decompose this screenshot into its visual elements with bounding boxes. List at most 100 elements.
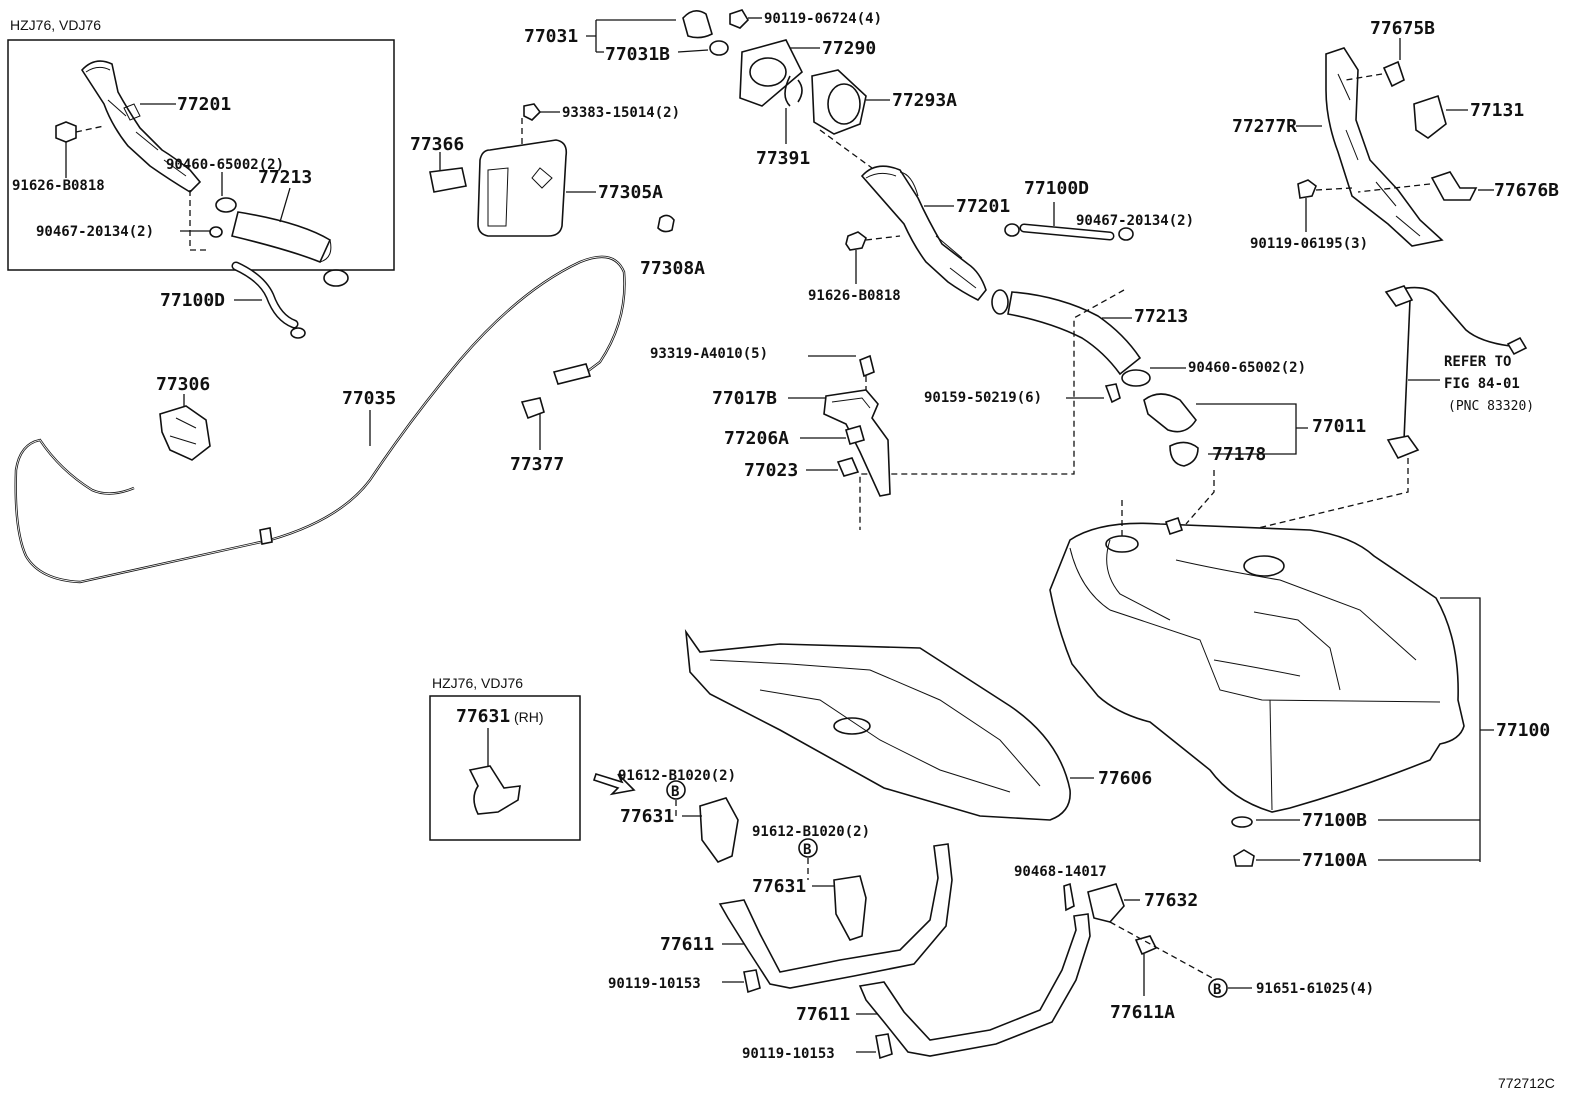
label-77631-b: 77631 — [752, 876, 806, 897]
sender-wire-upper — [1395, 286, 1511, 347]
dash-valve-to-tank — [1185, 470, 1215, 525]
dash-90119-06195 — [1315, 187, 1353, 191]
bolt-marker-a-letter: B — [671, 784, 679, 800]
inset-label-77100d: 77100D — [160, 290, 225, 311]
cable-77035-drawing — [14, 255, 626, 584]
label-77100b: 77100B — [1302, 810, 1367, 831]
fuel-tank-77100-group: 77100 77100B 77100A — [1049, 500, 1550, 871]
bracket-77632-drawing — [1087, 883, 1125, 923]
label-77306: 77306 — [156, 374, 210, 395]
tank-band-group: B 91612-B1020(2) 77631 B 91612-B1020(2) … — [608, 768, 1374, 1062]
label-77017b: 77017B — [712, 388, 777, 409]
inset-filler-pipe-drawing — [80, 60, 202, 194]
plate-77290-hole — [749, 57, 787, 87]
sender-top-drawing — [1384, 285, 1414, 307]
leader-77031b — [677, 49, 709, 53]
label-90119-10153-b: 90119-10153 — [742, 1046, 835, 1062]
screw-93319-drawing — [859, 354, 875, 378]
label-77031: 77031 — [524, 26, 578, 47]
ring-77031b-drawing — [709, 40, 729, 56]
label-77676b: 77676B — [1494, 180, 1559, 201]
label-91612-a: 91612-B1020(2) — [618, 768, 736, 784]
clamp-90460-drawing — [1121, 369, 1151, 387]
clip-77366-drawing — [429, 167, 467, 193]
inset-bolt-drawing — [55, 121, 105, 143]
label-93383: 93383-15014(2) — [562, 105, 680, 121]
label-90159: 90159-50219(6) — [924, 390, 1042, 406]
inset-bottom-model-label: HZJ76, VDJ76 — [432, 675, 523, 691]
protector-77277r-drawing — [1325, 47, 1444, 247]
label-90460: 90460-65002(2) — [1188, 360, 1306, 376]
label-77675b: 77675B — [1370, 18, 1435, 39]
direction-arrow — [592, 773, 636, 796]
label-90468: 90468-14017 — [1014, 864, 1107, 880]
sender-plug-drawing — [1506, 336, 1528, 356]
bracket-77131-drawing — [1413, 94, 1447, 139]
sender-unit-drawing — [1386, 435, 1420, 460]
protector-77606-drawing — [684, 629, 1071, 821]
panel-77305a-drawing — [477, 139, 568, 237]
label-90119-06195: 90119-06195(3) — [1250, 236, 1368, 252]
bolt-91626-drawing — [845, 231, 867, 251]
bolt-90119-06195-drawing — [1297, 179, 1317, 199]
label-77201: 77201 — [956, 196, 1010, 217]
label-77277r: 77277R — [1232, 116, 1297, 137]
bolt-marker-a — [666, 780, 686, 800]
label-90119-06724: 90119-06724(4) — [764, 11, 882, 27]
label-77178: 77178 — [1212, 444, 1266, 465]
dash-hose-to-tank — [859, 289, 1125, 530]
label-77611-b: 77611 — [796, 1004, 850, 1025]
inset-label-90460: 90460-65002(2) — [166, 157, 284, 173]
band-77611-a-drawing — [718, 843, 953, 989]
snap-ring-77391-drawing — [784, 75, 803, 107]
inset-label-91626: 91626-B0818 — [12, 178, 105, 194]
bracket-77676b-drawing — [1430, 171, 1478, 201]
inset-bottom-part: 77631 — [456, 706, 510, 727]
filler-neck-plate-group: 77290 77391 77293A — [739, 38, 957, 169]
band-77611-b-drawing — [858, 913, 1091, 1057]
label-91651: 91651-61025(4) — [1256, 981, 1374, 997]
cap-77031-drawing — [682, 10, 713, 39]
bracket-77631-b-drawing — [833, 875, 867, 941]
gasket-77178-drawing — [1169, 441, 1199, 467]
tank-opening-right — [1243, 555, 1285, 577]
filler-pipe-77201-drawing — [860, 165, 987, 302]
clamp-90467-left — [1004, 223, 1020, 237]
label-77611a: 77611A — [1110, 1002, 1175, 1023]
sender-wire-lower — [1403, 299, 1411, 441]
inset-fuel-hose-drawing — [209, 197, 349, 287]
clamp-90467-right — [1118, 227, 1134, 241]
label-77011: 77011 — [1312, 416, 1366, 437]
inset-label-90467: 90467-20134(2) — [36, 224, 154, 240]
label-77377: 77377 — [510, 454, 564, 475]
protector-77606-group: 77606 — [684, 629, 1152, 821]
plug-77308a-drawing — [657, 214, 675, 233]
label-77213: 77213 — [1134, 306, 1188, 327]
boot-77293a-drawing — [811, 69, 867, 135]
clip-77675b-drawing — [1382, 60, 1405, 88]
label-77611-a: 77611 — [660, 934, 714, 955]
label-90467: 90467-20134(2) — [1076, 213, 1194, 229]
label-91626: 91626-B0818 — [808, 288, 901, 304]
label-77023: 77023 — [744, 460, 798, 481]
dash-77675b — [1345, 73, 1383, 81]
label-90119-10153-a: 90119-10153 — [608, 976, 701, 992]
bolt-90159-drawing — [1104, 383, 1121, 404]
inset-hzj76-vdj76-top: HZJ76, VDJ76 77201 — [7, 17, 395, 339]
bolt-marker-b-letter: B — [803, 842, 811, 858]
breather-hose-group: 77100D 90467-20134(2) — [1004, 178, 1194, 241]
label-77100a: 77100A — [1302, 850, 1367, 871]
opener-cable-group: 77035 77306 77377 — [14, 255, 626, 584]
label-93319: 93319-A4010(5) — [650, 346, 768, 362]
inset-breather-hose-drawing — [231, 261, 306, 339]
clip-93383-drawing — [523, 103, 542, 121]
bolt-90119-10153-b-drawing — [875, 1033, 893, 1060]
tank-nipple-drawing — [1164, 516, 1184, 536]
bracket-77631-a-drawing — [699, 797, 739, 863]
bolt-marker-b — [798, 838, 818, 858]
screw-90119-06724-drawing — [729, 9, 750, 29]
protector-77606-hole — [833, 717, 871, 735]
bolt-marker-c-letter: B — [1213, 982, 1221, 998]
label-77100d: 77100D — [1024, 178, 1089, 199]
grommet-77023-drawing — [836, 457, 860, 477]
